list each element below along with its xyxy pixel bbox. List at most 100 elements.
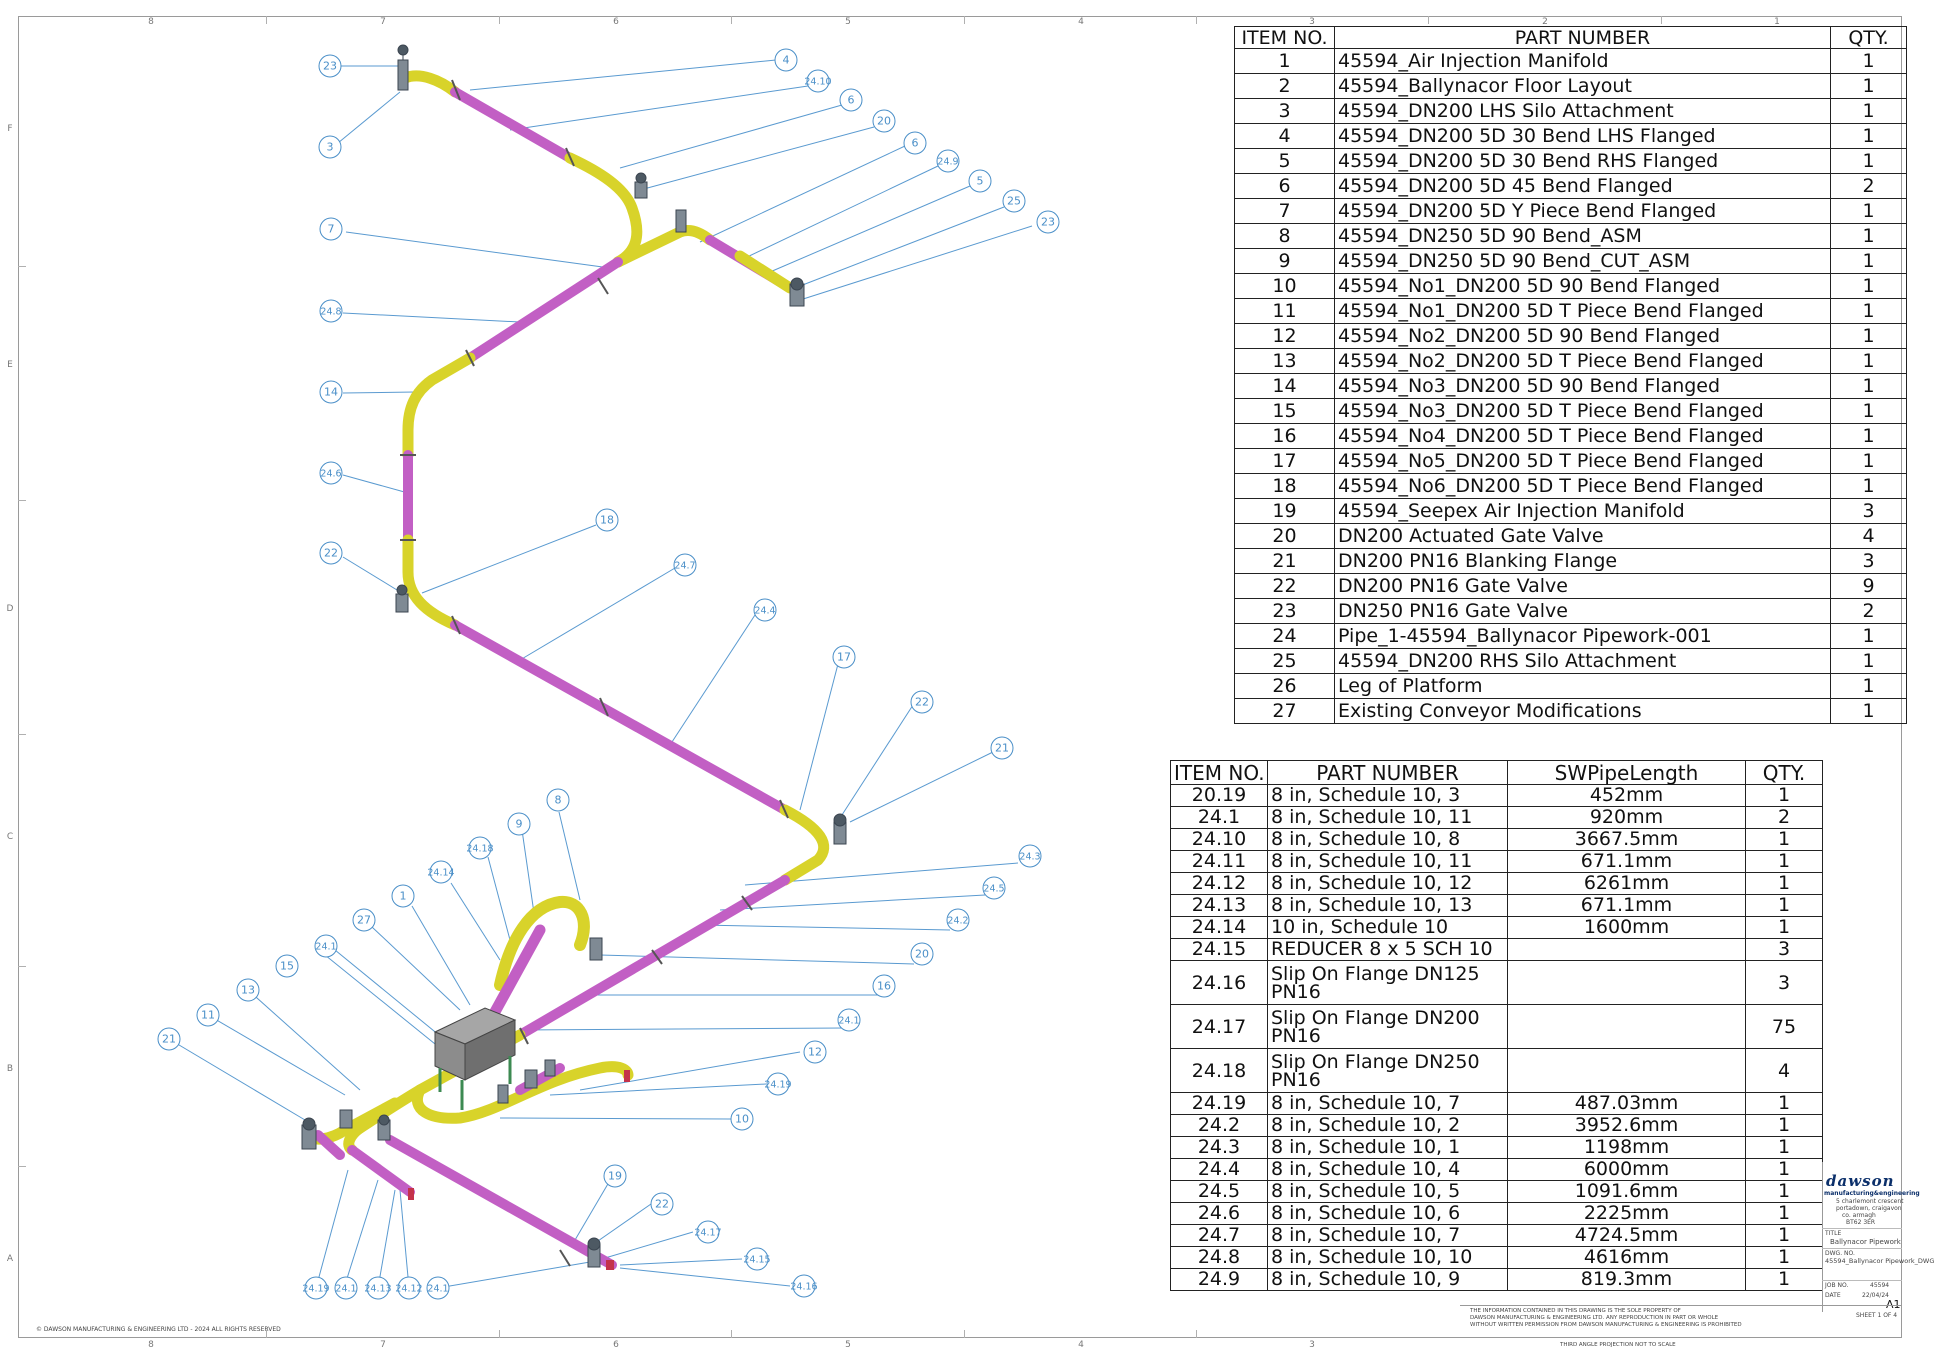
bom-item-no: 19 — [1234, 498, 1335, 524]
pipe-bom-qty: 1 — [1745, 1092, 1823, 1115]
item-balloon: 15 — [275, 954, 299, 978]
pipe-bom-part-number: 8 in, Schedule 10, 6 — [1267, 1202, 1508, 1225]
bom-qty: 2 — [1830, 173, 1907, 199]
balloon-circle — [319, 380, 343, 404]
title-block-divider — [1822, 1248, 1902, 1249]
dwg-no-label: DWG. NO. — [1825, 1250, 1855, 1257]
item-balloon: 24.1 — [426, 1276, 450, 1300]
company-address-line: 5 charlemont crescent — [1836, 1198, 1904, 1205]
balloon-label: 20 — [915, 948, 929, 961]
valve-handwheel — [587, 1237, 601, 1251]
leader-line — [421, 524, 597, 594]
title-block-divider — [1822, 1228, 1902, 1229]
item-balloon: 24.3 — [1018, 844, 1042, 868]
balloon-circle — [595, 508, 619, 532]
bom-part-number: 45594_Air Injection Manifold — [1334, 48, 1831, 74]
item-balloon: 24.14 — [427, 860, 455, 884]
leader-line — [619, 1267, 791, 1287]
pipe-bom-header-item: ITEM NO. — [1170, 760, 1268, 785]
bom-item-no: 11 — [1234, 298, 1335, 324]
pipe-bom-length: 3667.5mm — [1507, 828, 1746, 851]
pipe-bom-part-number: 8 in, Schedule 10, 1 — [1267, 1136, 1508, 1159]
bom-item-no: 16 — [1234, 423, 1335, 449]
balloon-circle — [792, 1274, 816, 1298]
bom-qty: 1 — [1830, 698, 1907, 724]
flange — [559, 1249, 571, 1267]
tank-right-face — [464, 1019, 516, 1081]
zone-col-3-top: 3 — [1309, 17, 1315, 27]
balloon-label: 21 — [995, 742, 1009, 755]
balloon-circle — [990, 736, 1014, 760]
balloon-circle — [673, 553, 697, 577]
bom-part-number: DN200 PN16 Gate Valve — [1334, 573, 1831, 599]
item-balloon: 24.15 — [743, 1247, 771, 1271]
item-balloon: 24.7 — [673, 553, 697, 577]
bom-part-number: Existing Conveyor Modifications — [1334, 698, 1831, 724]
bom-qty: 1 — [1830, 298, 1907, 324]
bom-item-no: 1 — [1234, 48, 1335, 74]
bom-item-no: 18 — [1234, 473, 1335, 499]
leader-line — [342, 391, 416, 394]
bom-qty: 3 — [1830, 498, 1907, 524]
item-balloon: 19 — [603, 1164, 627, 1188]
item-balloon: 14 — [319, 380, 343, 404]
pipe-bom-item-no: 24.19 — [1170, 1092, 1268, 1115]
zone-tick — [964, 16, 965, 24]
zone-col-6-bottom: 6 — [613, 1340, 619, 1350]
balloon-circle — [304, 1276, 328, 1300]
item-balloon: 24.12 — [395, 1276, 423, 1300]
leader-line — [579, 1051, 801, 1091]
leader-line — [619, 1258, 743, 1266]
balloon-circle — [546, 788, 570, 812]
gate-valve-23-top — [397, 59, 409, 91]
zone-row-c: C — [6, 832, 14, 842]
bom-part-number: 45594_No2_DN200 5D 90 Bend Flanged — [1334, 323, 1831, 349]
item-balloon: 6 — [839, 88, 863, 112]
balloon-label: 24.18 — [466, 844, 493, 855]
zone-tick — [18, 266, 26, 267]
zone-col-1-top: 1 — [1774, 17, 1780, 27]
sheet-size: A1 — [1886, 1298, 1901, 1311]
balloon-circle — [334, 1276, 358, 1300]
leader-line — [549, 1083, 767, 1096]
pipe-bom-qty: 75 — [1745, 1004, 1823, 1049]
zone-col-7-top: 7 — [380, 17, 386, 27]
leader-line — [849, 751, 994, 823]
balloon-label: 24.15 — [743, 1255, 770, 1266]
leader-line — [519, 567, 676, 661]
pipe-run — [302, 70, 830, 1270]
bom-part-number: 45594_DN200 5D 30 Bend RHS Flanged — [1334, 148, 1831, 174]
balloon-circle — [766, 1072, 790, 1096]
item-balloon: 6 — [903, 131, 927, 155]
bom-item-no: 4 — [1234, 123, 1335, 149]
pipe-bom-length: 1091.6mm — [1507, 1180, 1746, 1203]
balloon-circle — [696, 1220, 720, 1244]
leader-line — [399, 1189, 410, 1289]
item-balloon: 24.1 — [837, 1008, 861, 1032]
zone-col-4-top: 4 — [1078, 17, 1084, 27]
pipe-bom-item-no: 24.15 — [1170, 938, 1268, 961]
item-balloon: 24.17 — [694, 1220, 722, 1244]
item-balloon: 20 — [910, 942, 934, 966]
balloon-circle — [1036, 210, 1060, 234]
bom-item-no: 15 — [1234, 398, 1335, 424]
bom-item-no: 12 — [1234, 323, 1335, 349]
balloon-circle — [968, 169, 992, 193]
job-number: 45594 — [1870, 1282, 1890, 1289]
gate-valve-lower-1 — [524, 1069, 538, 1089]
balloon-circle — [366, 1276, 390, 1300]
zone-tick — [266, 1330, 267, 1338]
pipe-bom-qty: 3 — [1745, 960, 1823, 1005]
zone-tick — [964, 1330, 965, 1338]
bom-item-no: 6 — [1234, 173, 1335, 199]
balloon-label: 13 — [241, 984, 255, 997]
